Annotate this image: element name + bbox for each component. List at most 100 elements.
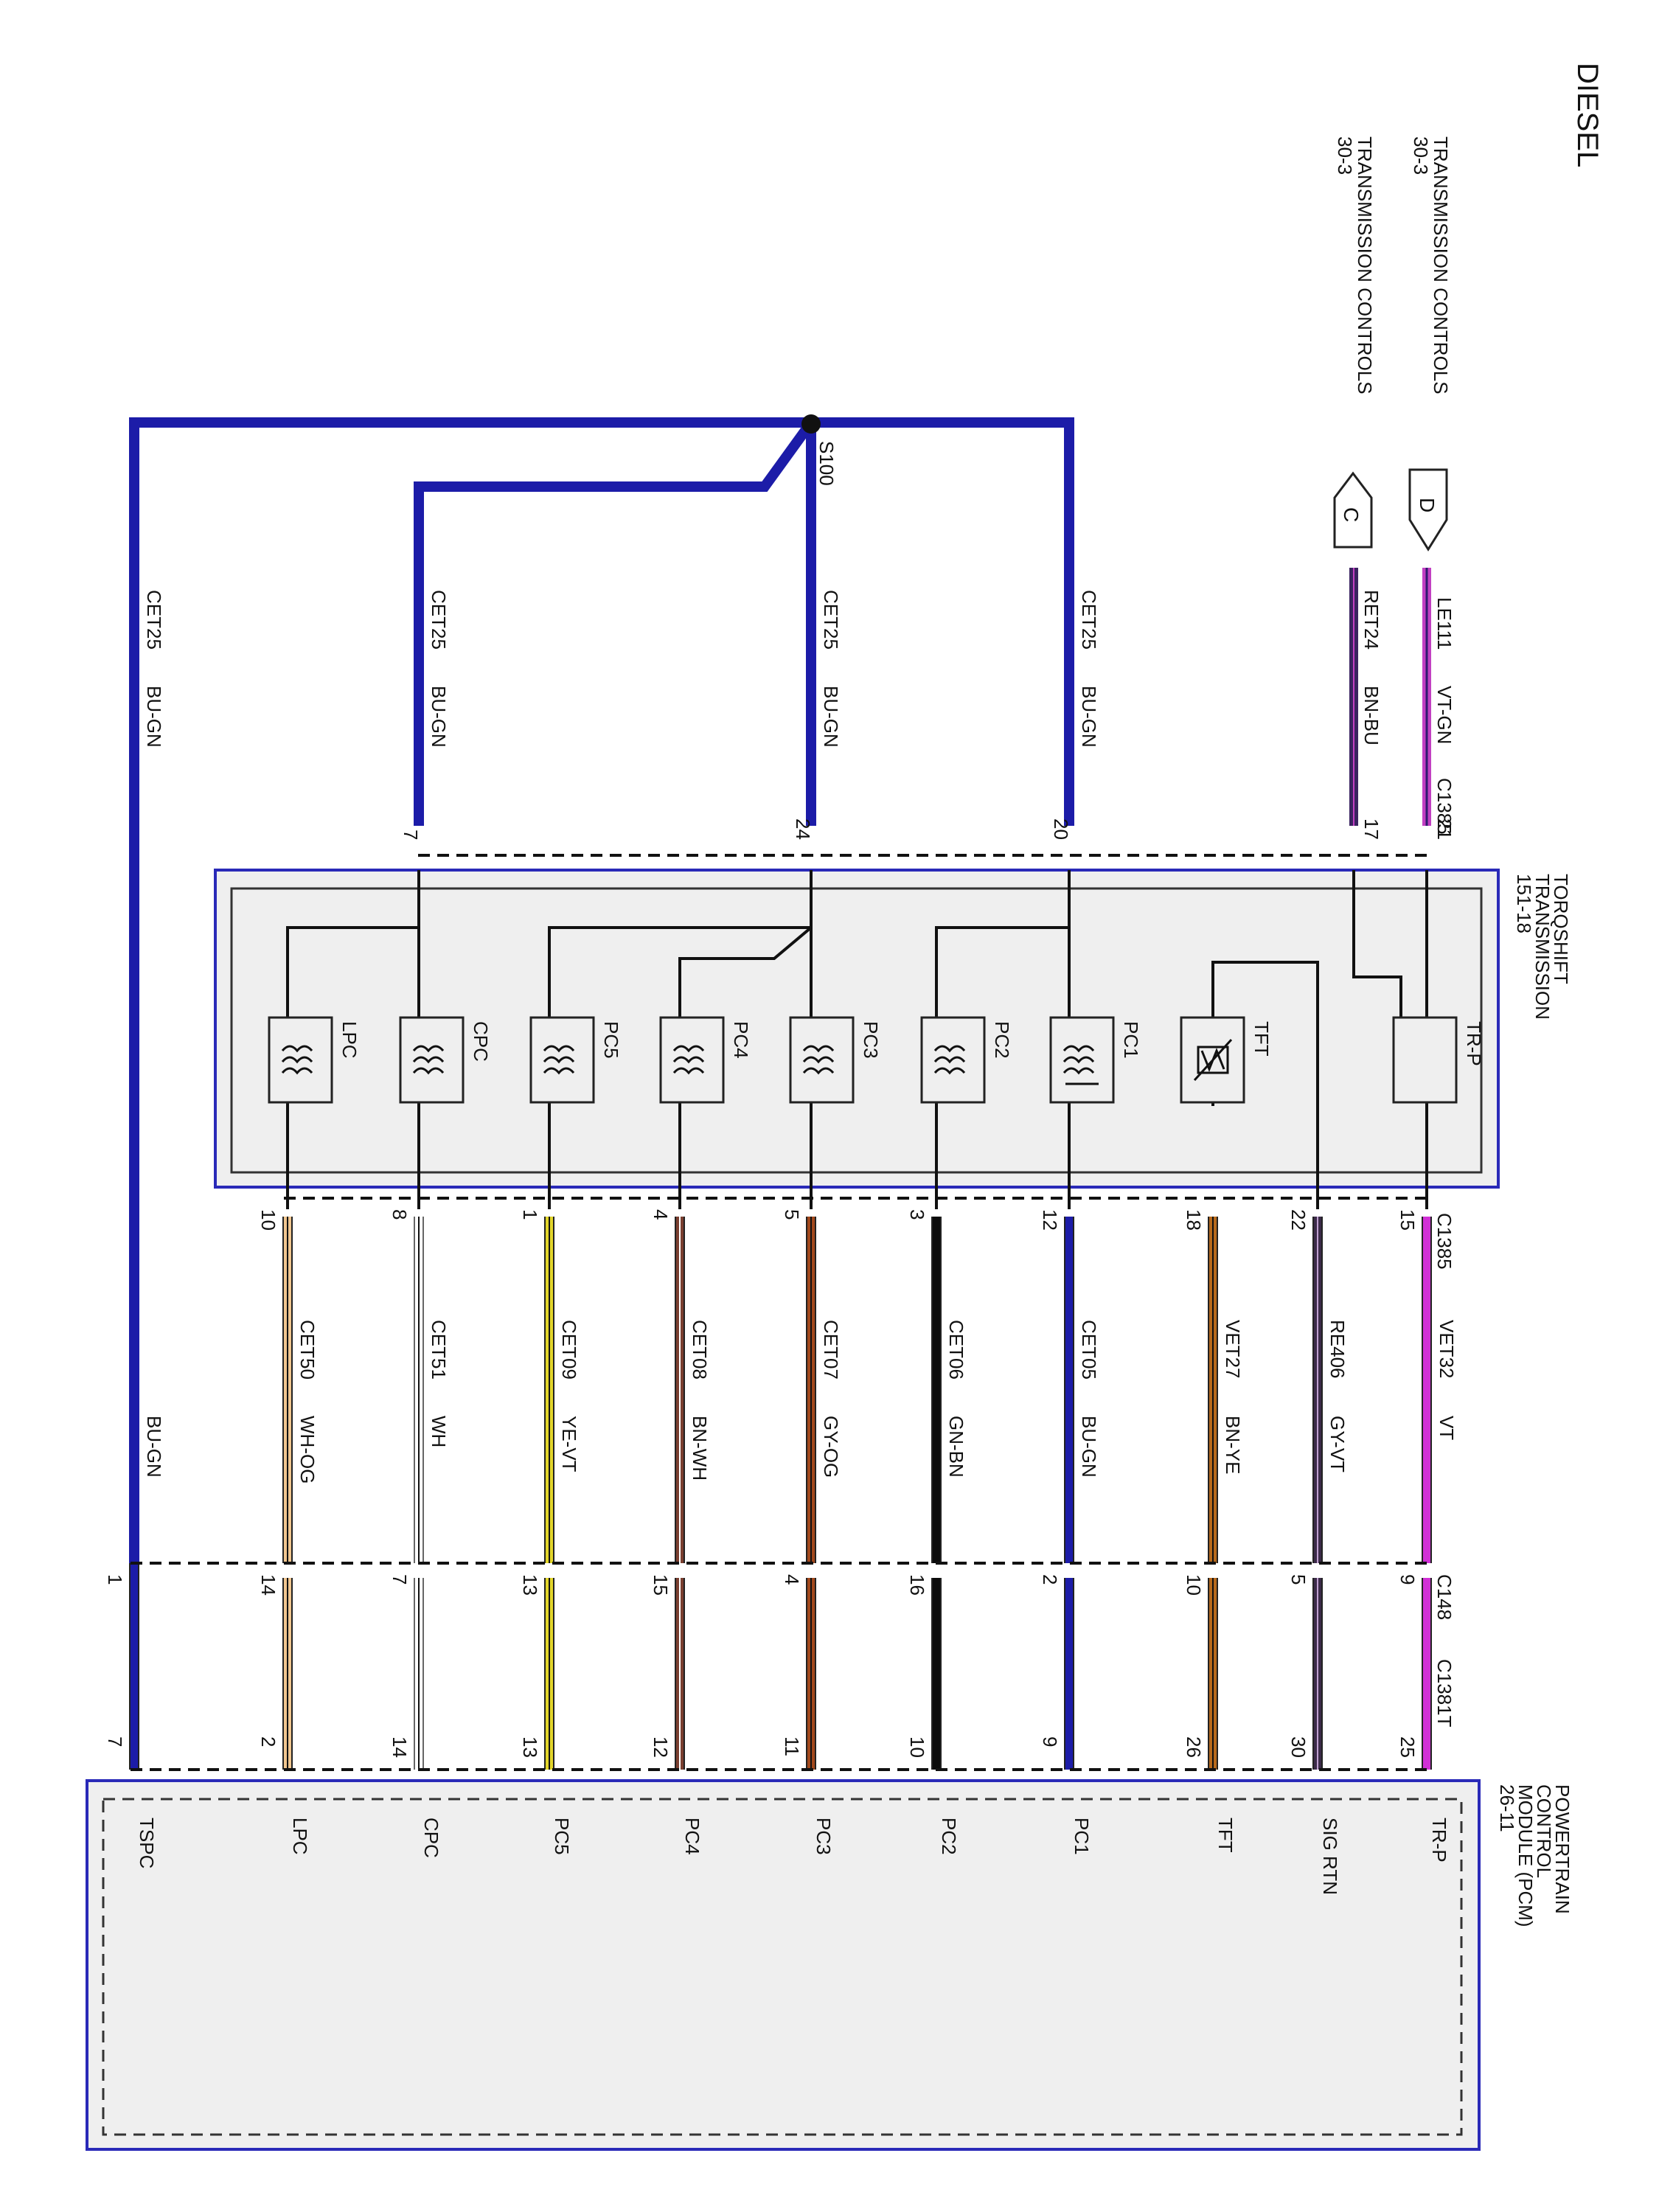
lower-wire-3-c148-pin: 2 bbox=[1039, 1574, 1061, 1585]
pcm-pin-label-6: PC4 bbox=[681, 1818, 703, 1855]
splice-s100-dot bbox=[801, 414, 821, 434]
lower-wire-1-c148-pin: 5 bbox=[1287, 1574, 1310, 1585]
wire-cet25-network-a bbox=[129, 417, 1074, 1563]
pc2-label: PC2 bbox=[991, 1021, 1013, 1059]
transmission-name-line-1: TORQSHIFT bbox=[1550, 874, 1572, 984]
lower-wire-3-c1385-pin: 12 bbox=[1039, 1209, 1061, 1231]
upper-wire-4-circuit: CET25 bbox=[428, 590, 450, 650]
lower-wire-5-color: GY-OG bbox=[820, 1416, 842, 1478]
upper-wire-5-circuit: CET25 bbox=[143, 590, 165, 650]
connector-c-arrow-shape bbox=[1333, 471, 1373, 549]
upper-wire-1-circuit: RET24 bbox=[1360, 590, 1382, 650]
pc3-label: PC3 bbox=[860, 1021, 882, 1059]
splice-s100-label: S100 bbox=[815, 441, 838, 486]
lower-wire-9-color: WH-OG bbox=[296, 1416, 319, 1484]
upper-wire-4-pin: 7 bbox=[400, 830, 422, 840]
lower-wire-10-color: BU-GN bbox=[143, 1416, 165, 1478]
solenoid-pc5 bbox=[529, 1016, 595, 1104]
pcm-pin-label-5: PC3 bbox=[813, 1818, 835, 1855]
connector-c1385-mid-label: C1385 bbox=[1433, 1213, 1455, 1270]
lower-wire-3-circuit: CET05 bbox=[1078, 1320, 1100, 1380]
solenoid-pc1 bbox=[1049, 1016, 1115, 1104]
connector-d-arrow-shape bbox=[1408, 468, 1448, 552]
reference-d-name: TRANSMISSION CONTROLS bbox=[1430, 136, 1452, 394]
connector-c1385-top-label: C1385 bbox=[1433, 778, 1455, 835]
solenoid-coil-icon bbox=[802, 1045, 835, 1075]
pcm-box-outer bbox=[86, 1779, 1481, 2151]
lower-wire-8-color: WH bbox=[428, 1416, 450, 1447]
wire-cet25-network-c bbox=[414, 419, 815, 826]
lower-wire-9-circuit: CET50 bbox=[296, 1320, 319, 1380]
pcm-pin-label-9: LPC bbox=[289, 1818, 311, 1855]
lower-wire-10-pcm-pin: 7 bbox=[104, 1736, 126, 1747]
cpc-label: CPC bbox=[470, 1021, 492, 1062]
lower-wire-1-circuit: RE406 bbox=[1326, 1320, 1349, 1379]
tft-thermistor-icon bbox=[1193, 1038, 1233, 1082]
transmission-name-line-2: TRANSMISSION bbox=[1531, 874, 1554, 1020]
lower-wire-4-circuit: CET06 bbox=[945, 1320, 967, 1380]
lower-wire-1-pcm-pin: 30 bbox=[1287, 1736, 1310, 1758]
lower-wire-6-c148-pin: 15 bbox=[650, 1574, 672, 1596]
solenoid-pc2 bbox=[920, 1016, 986, 1104]
pcm-pin-label-7: PC5 bbox=[551, 1818, 573, 1855]
upper-wire-1-pin: 17 bbox=[1360, 818, 1382, 840]
lower-wire-8-c148-pin: 7 bbox=[389, 1574, 411, 1585]
lower-wire-7-c148-pin: 13 bbox=[519, 1574, 541, 1596]
lower-wire-6-circuit: CET08 bbox=[689, 1320, 711, 1380]
pcm-pin-label-8: CPC bbox=[420, 1818, 442, 1858]
lower-wire-8-c1385-pin: 8 bbox=[389, 1209, 411, 1220]
lower-wire-3-pcm-pin: 9 bbox=[1039, 1736, 1061, 1747]
solenoid-coil-icon bbox=[933, 1045, 966, 1075]
lower-wire-0-c1385-pin: 15 bbox=[1397, 1209, 1419, 1231]
connector-c1381t-label: C1381T bbox=[1433, 1659, 1455, 1728]
transmission-box-inner bbox=[230, 887, 1483, 1174]
solenoid-coil-icon bbox=[412, 1045, 445, 1075]
lower-wire-2-color: BN-YE bbox=[1222, 1416, 1244, 1474]
lower-wire-1-color: GY-VT bbox=[1326, 1416, 1349, 1472]
lower-wire-7-circuit: CET09 bbox=[558, 1320, 580, 1380]
lower-wire-10-c148-pin: 1 bbox=[104, 1574, 126, 1585]
upper-wire-3-circuit: CET25 bbox=[820, 590, 842, 650]
pc1-label: PC1 bbox=[1120, 1021, 1142, 1059]
lower-wire-9-c1385-pin: 10 bbox=[257, 1209, 279, 1231]
pcm-pin-label-2: TFT bbox=[1214, 1818, 1237, 1853]
lower-wire-7-pcm-pin: 13 bbox=[519, 1736, 541, 1758]
diagram-title: DIESEL bbox=[1571, 63, 1604, 167]
lower-wire-0-c148-pin: 9 bbox=[1397, 1574, 1419, 1585]
lower-wire-6-color: BN-WH bbox=[689, 1416, 711, 1481]
pcm-name-line-4: 26-11 bbox=[1496, 1784, 1518, 1832]
lower-wire-0-circuit: VET32 bbox=[1436, 1320, 1458, 1379]
pcm-box-inner bbox=[102, 1798, 1463, 2136]
lower-wire-9-c148-pin: 14 bbox=[257, 1574, 279, 1596]
solenoid-cpc bbox=[399, 1016, 465, 1104]
lower-wire-7-color: YE-VT bbox=[558, 1416, 580, 1472]
tft-label: TFT bbox=[1251, 1021, 1273, 1057]
lower-wire-4-pcm-pin: 10 bbox=[906, 1736, 928, 1758]
pcm-pin-label-10: TSPC bbox=[136, 1818, 158, 1868]
upper-wire-0-pin: 21 bbox=[1433, 818, 1455, 840]
reference-d-page: 30-3 bbox=[1410, 136, 1432, 175]
pc4-label: PC4 bbox=[730, 1021, 752, 1059]
pcm-name-line-3: MODULE (PCM) bbox=[1514, 1784, 1537, 1927]
upper-wire-2-circuit: CET25 bbox=[1078, 590, 1100, 650]
upper-wire-1-color: BN-BU bbox=[1360, 686, 1382, 745]
lower-wire-3-color: BU-GN bbox=[1078, 1416, 1100, 1478]
lower-wire-9-pcm-pin: 2 bbox=[257, 1736, 279, 1747]
solenoid-coil-icon bbox=[543, 1045, 575, 1075]
lpc-label: LPC bbox=[338, 1021, 361, 1059]
solenoid-pc3 bbox=[789, 1016, 855, 1104]
connector-d-letter: D bbox=[1416, 498, 1439, 512]
connector-c148-label: C148 bbox=[1433, 1574, 1455, 1620]
transmission-name-line-3: 151-18 bbox=[1513, 874, 1535, 933]
pcm-name-line-1: POWERTRAIN bbox=[1551, 1784, 1573, 1914]
lower-wire-5-pcm-pin: 11 bbox=[781, 1736, 803, 1756]
upper-wire-4-color: BU-GN bbox=[428, 686, 450, 748]
upper-wire-3-pin: 24 bbox=[792, 818, 814, 840]
lower-wire-5-circuit: CET07 bbox=[820, 1320, 842, 1380]
connector-c-letter: C bbox=[1340, 507, 1363, 522]
lower-wire-2-c1385-pin: 18 bbox=[1183, 1209, 1205, 1231]
lower-wire-5-c148-pin: 4 bbox=[781, 1574, 803, 1585]
lower-wire-4-color: GN-BN bbox=[945, 1416, 967, 1478]
